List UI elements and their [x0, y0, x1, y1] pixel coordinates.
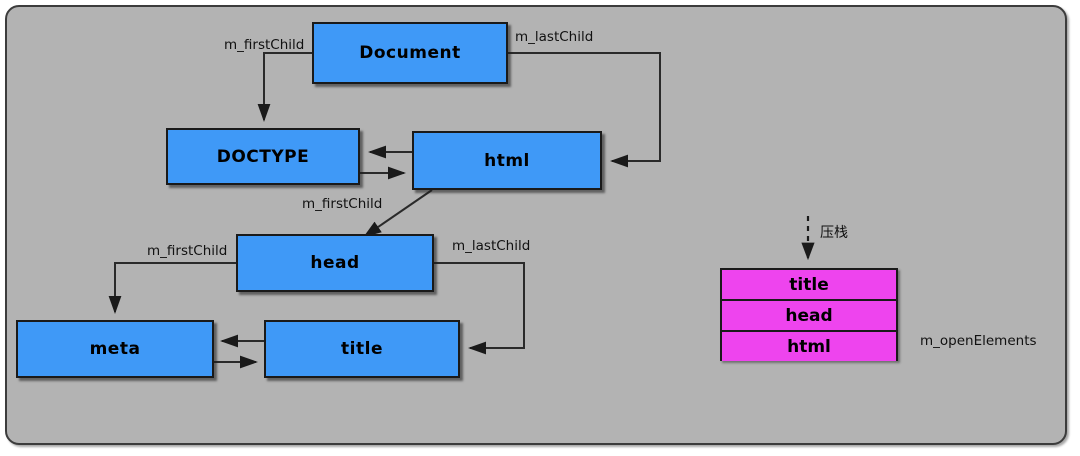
open-elements-stack[interactable]: title head html — [720, 268, 898, 361]
edge-label-head-lastchild: m_lastChild — [452, 238, 531, 254]
diagram-frame — [5, 5, 1067, 445]
edge-label-document-lastchild: m_lastChild — [515, 29, 594, 45]
node-title[interactable]: title — [264, 320, 460, 378]
node-html-label: html — [484, 150, 530, 171]
node-html[interactable]: html — [412, 131, 602, 190]
stack-cell-head-label: head — [785, 305, 833, 326]
stack-cell-html[interactable]: html — [722, 332, 896, 361]
open-elements-label: m_openElements — [920, 333, 1037, 349]
node-doctype[interactable]: DOCTYPE — [166, 128, 360, 185]
node-doctype-label: DOCTYPE — [216, 146, 310, 167]
push-stack-label: 压栈 — [820, 225, 848, 241]
edge-label-html-firstchild: m_firstChild — [302, 196, 383, 212]
stack-cell-head[interactable]: head — [722, 301, 896, 332]
stack-cell-title-label: title — [789, 274, 829, 295]
edge-label-head-firstchild: m_firstChild — [147, 243, 228, 259]
node-document[interactable]: Document — [312, 22, 508, 84]
node-title-label: title — [341, 339, 383, 359]
node-meta-label: meta — [89, 339, 141, 359]
node-document-label: Document — [359, 43, 461, 63]
node-head[interactable]: head — [236, 234, 434, 292]
node-head-label: head — [310, 253, 360, 273]
stack-cell-title[interactable]: title — [722, 270, 896, 301]
edge-label-document-firstchild: m_firstChild — [224, 37, 305, 53]
stack-cell-html-label: html — [787, 336, 831, 357]
node-meta[interactable]: meta — [16, 320, 214, 378]
